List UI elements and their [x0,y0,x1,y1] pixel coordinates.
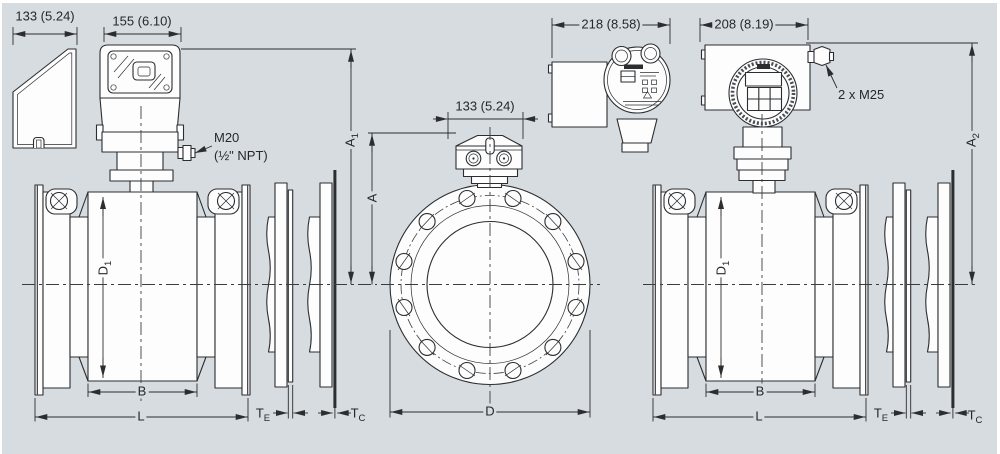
dim-b-left-label: B [135,383,149,399]
flow-sensor-right-assembly [653,170,969,422]
m20-cable-entry-callout: M20 (½" NPT) [214,129,268,165]
remote-transmitter-side-view [547,18,671,153]
page-edge-left [0,0,2,454]
dim-a1-label: A1 [342,131,362,149]
dim-te-left-label: TE [255,405,271,425]
m25-cable-entry-callout: 2 x M25 [838,87,885,102]
dim-tc-right-label: TC [967,407,983,427]
dim-d1-right-label: D1 [713,258,733,278]
dim-a [368,132,456,285]
dim-218-label: 218 (8.58) [579,16,643,32]
page-edge-top [0,0,1000,3]
dim-te-right-label: TE [873,405,889,425]
remote-transmitter-front-view [699,18,838,194]
dim-tc-left-label: TC [350,405,366,425]
dim-l-right-label: L [753,408,765,424]
dim-a-label: A [364,191,380,205]
compact-transmitter-front-view [95,27,213,194]
dim-a2-label: A2 [963,131,983,149]
terminal-box [455,134,523,189]
centerlines [22,106,978,406]
cable-gland-m25 [807,45,835,67]
flange-bolt-holes [395,189,585,380]
dim-155-label: 155 (6.10) [112,13,172,29]
page-edge-right [997,0,1000,454]
dim-208-label: 208 (8.19) [712,16,776,32]
m20-line1: M20 [214,130,240,145]
dim-133-box-label: 133 (5.24) [455,98,515,114]
dim-133-side-label: 133 (5.24) [15,8,75,24]
compact-housing-side-view [12,27,78,149]
dim-d-label: D [483,403,497,419]
m20-line2: (½" NPT) [214,148,268,163]
dim-b-right-label: B [753,383,767,399]
dim-l-left-label: L [135,408,147,424]
dim-d1-left-label: D1 [95,258,115,278]
dim-a2 [806,42,978,285]
flow-sensor-left-assembly [35,170,351,422]
dim-a1 [181,48,356,285]
